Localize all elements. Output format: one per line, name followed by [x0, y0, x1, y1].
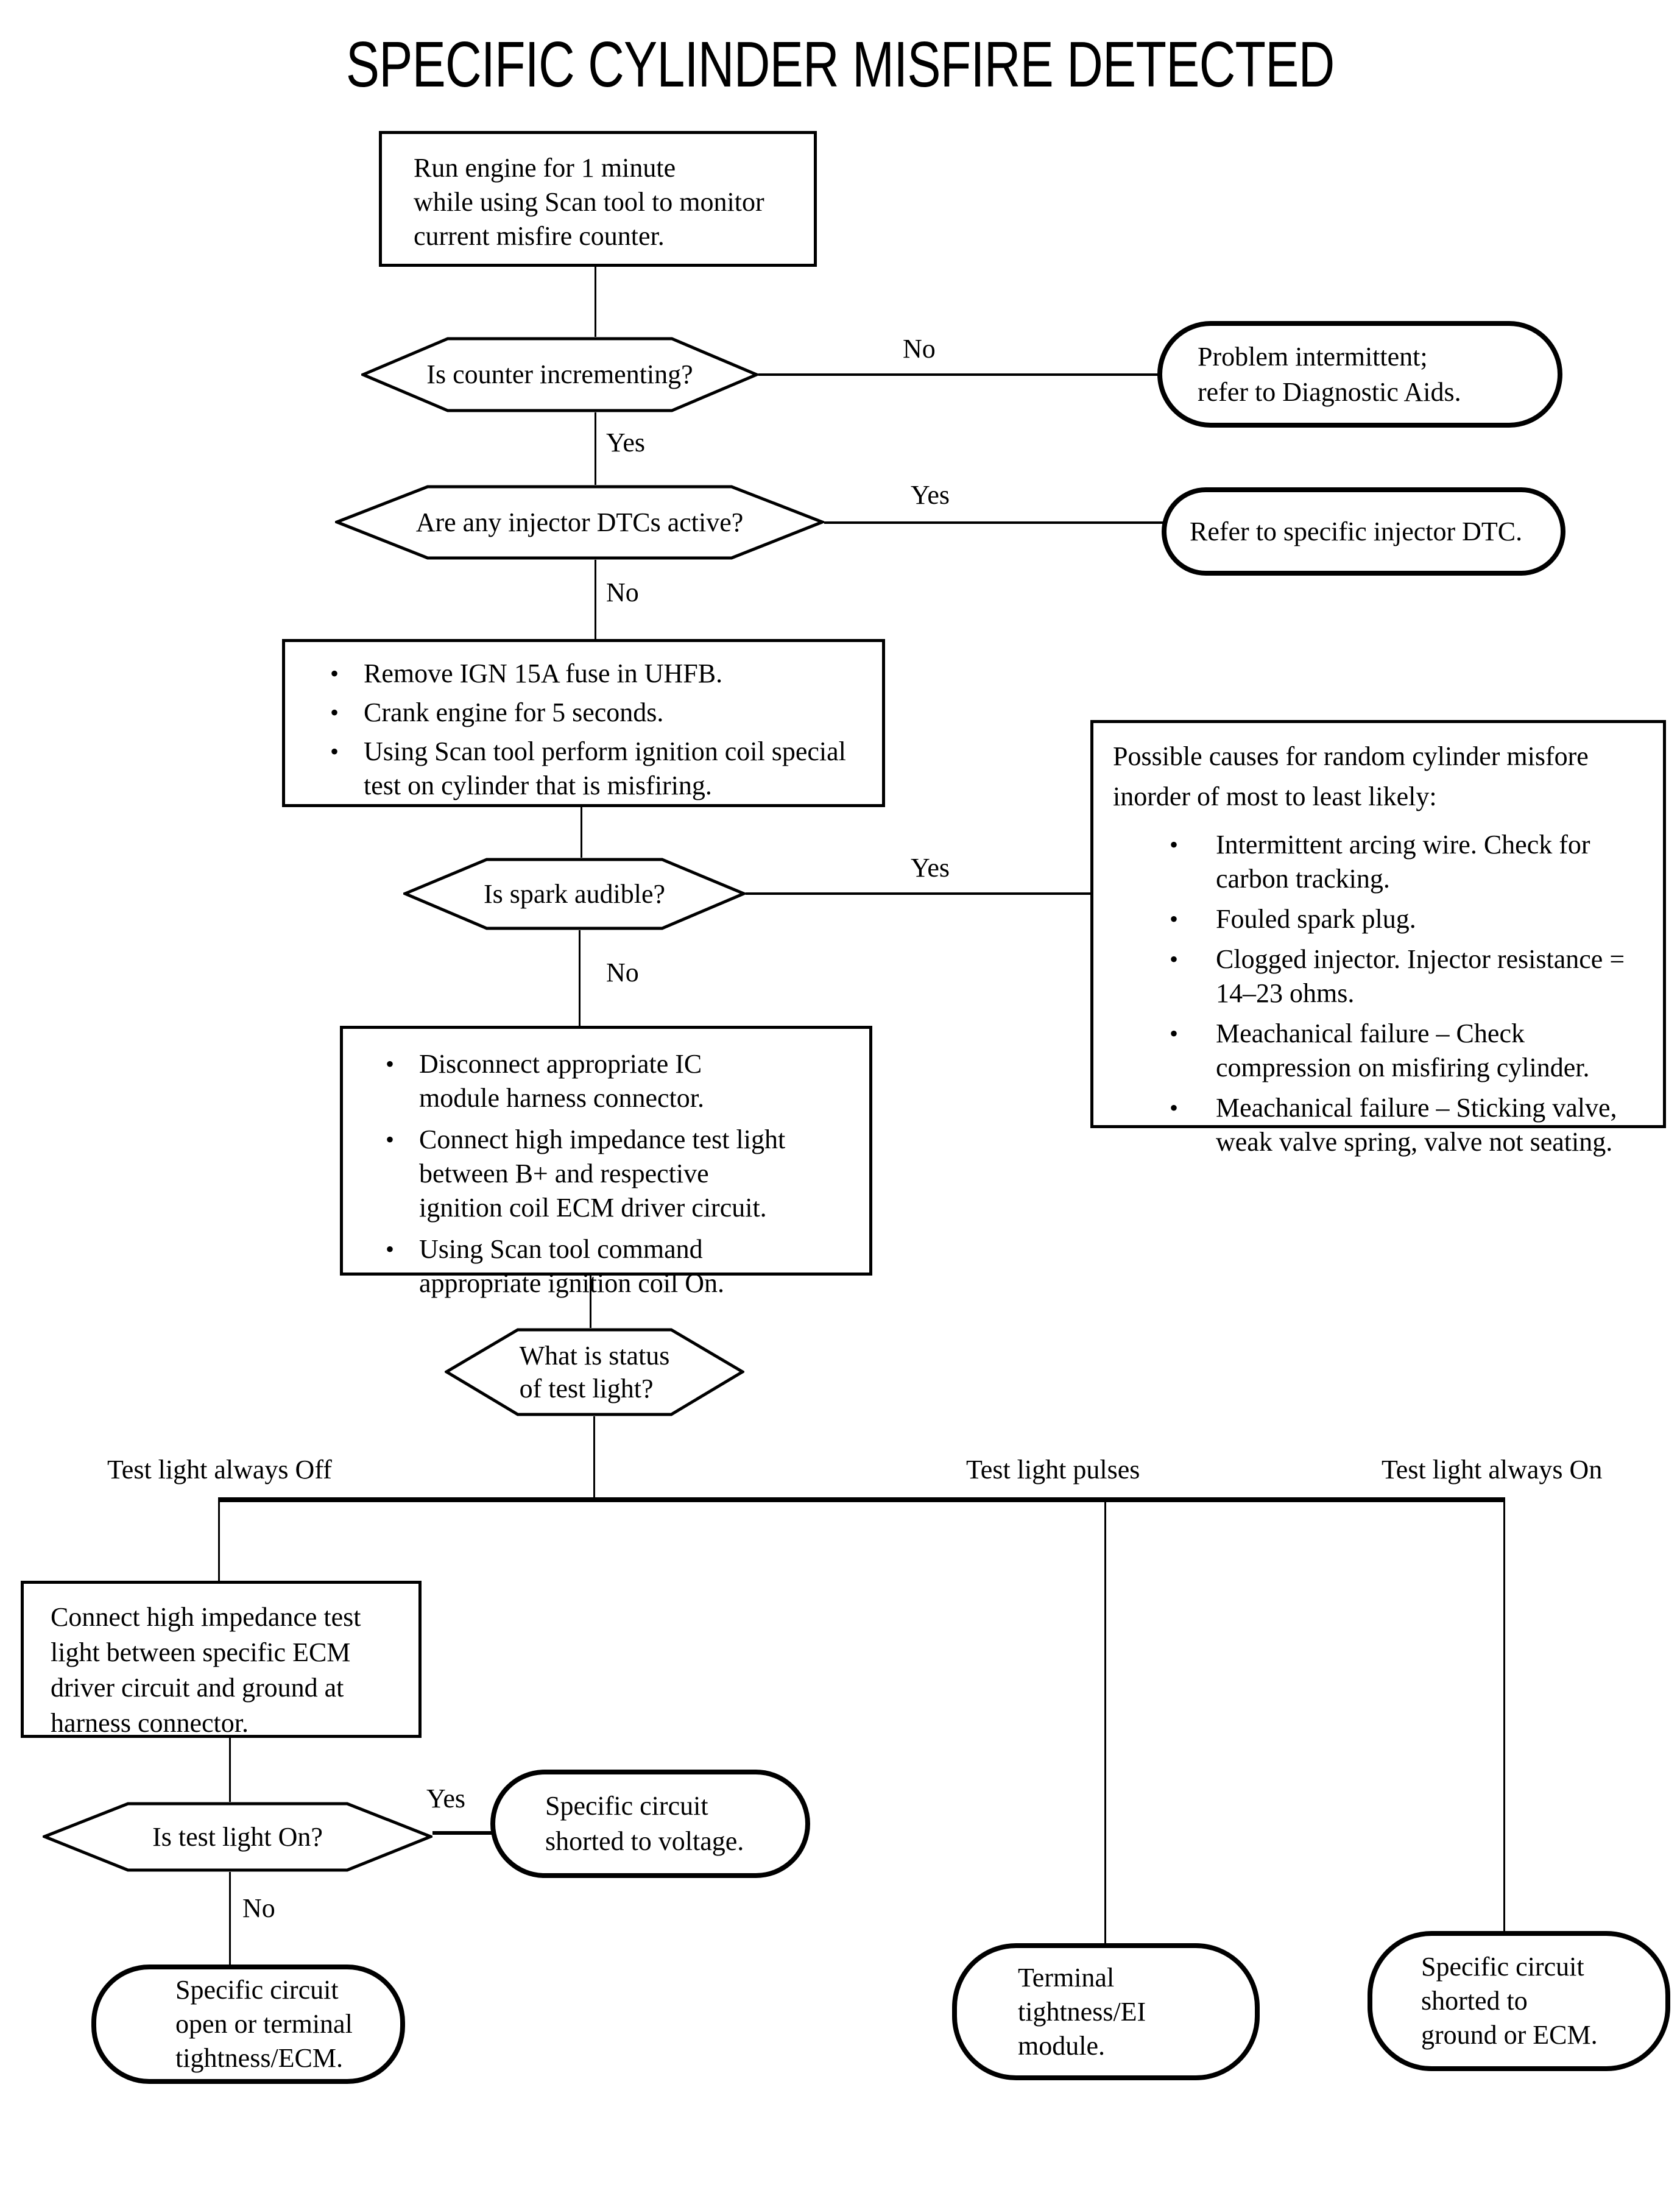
process-box-ic-module: • Disconnect appropriate IC module harne…	[340, 1026, 872, 1298]
bullet-icon: •	[1170, 831, 1179, 858]
bullet-item: • Using Scan tool perform ignition coil …	[330, 735, 846, 803]
bullet-icon: •	[330, 699, 339, 726]
bullet-item: • Using Scan tool command appropriate ig…	[386, 1232, 785, 1301]
decision-counter-incrementing: Is counter incrementing?	[361, 337, 758, 412]
edge-label-no: No	[242, 1893, 275, 1923]
connector	[595, 412, 596, 485]
bullet-item: • Clogged injector. Injector resistance …	[1170, 942, 1653, 1011]
edge-label-yes: Yes	[911, 480, 950, 510]
hexagon-shape	[445, 1328, 744, 1416]
bullet-icon: •	[1170, 905, 1179, 933]
terminal-text: Problem intermittent; refer to Diagnosti…	[1198, 341, 1461, 407]
page-title: SPECIFIC CYLINDER MISFIRE DETECTED	[345, 29, 1335, 101]
edge-label-yes: Yes	[606, 428, 646, 457]
terminal-text: Specific circuit open or terminal tightn…	[175, 1975, 353, 2073]
process-text: Connect high impedance test light betwee…	[51, 1602, 361, 1738]
connector	[229, 1738, 231, 1802]
bullet-item: • Crank engine for 5 seconds.	[330, 696, 846, 730]
connector	[218, 1502, 220, 1581]
connector-branch-bar	[218, 1497, 1505, 1502]
terminal-refer-injector-dtc: Refer to specific injector DTC.	[1162, 487, 1565, 576]
edge-label-no: No	[606, 958, 639, 987]
connector	[595, 267, 596, 337]
bullet-icon: •	[386, 1235, 395, 1263]
decision-injector-dtcs: Are any injector DTCs active?	[335, 485, 824, 560]
decision-spark-audible: Is spark audible?	[403, 858, 746, 930]
connector	[593, 1416, 595, 1500]
causes-heading: Possible causes for random cylinder misf…	[1113, 741, 1589, 811]
edge-label-test-light-always-on: Test light always On	[1382, 1455, 1603, 1485]
decision-test-light-status: What is status of test light?	[445, 1328, 744, 1416]
process-box-scan-test: • Remove IGN 15A fuse in UHFB. • Crank e…	[282, 639, 885, 807]
process-box-run-engine: Run engine for 1 minute while using Scan…	[379, 131, 817, 267]
bullet-item: • Meachanical failure – Sticking valve, …	[1170, 1091, 1653, 1159]
terminal-ei-module: Terminal tightness/EI module.	[952, 1943, 1260, 2080]
terminal-text: Refer to specific injector DTC.	[1190, 516, 1523, 546]
hexagon-shape	[361, 337, 758, 412]
edge-label-test-light-pulses: Test light pulses	[966, 1455, 1140, 1485]
connector	[824, 521, 1164, 524]
edge-label-yes: Yes	[911, 853, 950, 883]
edge-label-no: No	[606, 577, 639, 607]
bullet-icon: •	[330, 738, 339, 765]
bullet-icon: •	[1170, 1020, 1179, 1047]
process-box-possible-causes: Possible causes for random cylinder misf…	[1090, 720, 1666, 1157]
decision-text: What is status of test light?	[519, 1340, 670, 1403]
terminal-text: Specific circuit shorted to ground or EC…	[1421, 1952, 1598, 2050]
bullet-item: • Connect high impedance test light betw…	[386, 1123, 785, 1225]
process-text: Run engine for 1 minute while using Scan…	[414, 153, 764, 251]
decision-text: Is spark audible?	[483, 878, 666, 909]
terminal-problem-intermittent: Problem intermittent; refer to Diagnosti…	[1157, 321, 1562, 428]
edge-label-yes: Yes	[426, 1784, 466, 1813]
connector	[1503, 1502, 1505, 1931]
decision-test-light-on: Is test light On?	[43, 1802, 432, 1872]
process-box-connect-ground: Connect high impedance test light betwee…	[21, 1581, 422, 1738]
hexagon-shape	[335, 485, 824, 560]
terminal-text: Terminal tightness/EI module.	[1018, 1962, 1146, 2061]
bullet-icon: •	[386, 1126, 395, 1153]
connector	[432, 1831, 492, 1835]
hexagon-shape	[403, 858, 746, 930]
decision-text: Is counter incrementing?	[426, 359, 693, 389]
terminal-text: Specific circuit shorted to voltage.	[545, 1791, 744, 1856]
bullet-item: • Intermittent arcing wire. Check for ca…	[1170, 828, 1653, 896]
terminal-circuit-open: Specific circuit open or terminal tightn…	[91, 1965, 405, 2084]
bullet-icon: •	[330, 660, 339, 687]
edge-label-no: No	[903, 334, 936, 364]
bullet-icon: •	[386, 1050, 395, 1078]
connector	[229, 1872, 231, 1965]
bullet-icon: •	[1170, 1094, 1179, 1121]
hexagon-shape	[43, 1802, 432, 1872]
connector	[590, 1276, 591, 1328]
bullet-item: • Meachanical failure – Check compressio…	[1170, 1017, 1653, 1085]
connector	[581, 807, 582, 858]
edge-label-test-light-always-off: Test light always Off	[107, 1455, 332, 1485]
terminal-shorted-ground: Specific circuit shorted to ground or EC…	[1368, 1931, 1670, 2071]
connector	[595, 560, 596, 639]
connector	[746, 892, 1092, 895]
bullet-icon: •	[1170, 945, 1179, 973]
terminal-shorted-voltage: Specific circuit shorted to voltage.	[490, 1770, 810, 1878]
decision-text: Is test light On?	[152, 1821, 323, 1852]
bullet-item: • Fouled spark plug.	[1170, 902, 1653, 936]
connector	[579, 930, 581, 1026]
decision-text: Are any injector DTCs active?	[415, 507, 744, 537]
bullet-item: • Disconnect appropriate IC module harne…	[386, 1047, 785, 1115]
bullet-item: • Remove IGN 15A fuse in UHFB.	[330, 657, 846, 691]
connector	[1104, 1502, 1106, 1943]
connector	[758, 373, 1160, 376]
